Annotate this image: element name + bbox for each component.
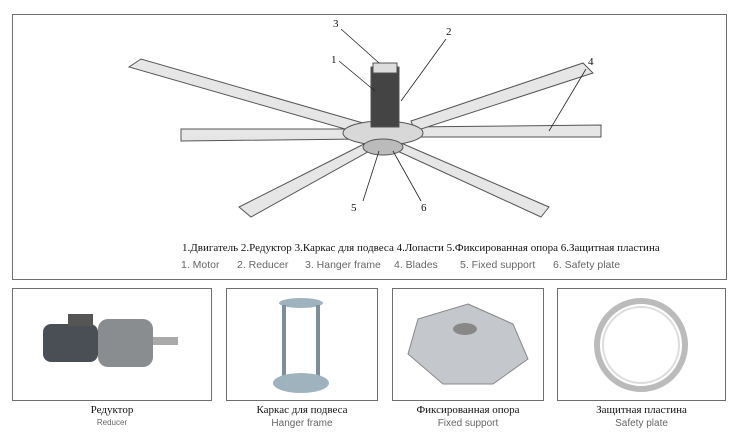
fan-illustration: 1 2 3 4 5 6 [127, 18, 602, 218]
callout-1: 1 [331, 54, 337, 66]
legend-ru-item: 2.Редуктор [240, 242, 292, 254]
legend-ru-item: 5.Фиксированная опора [446, 242, 558, 254]
caption-reducer: Редуктор Reducer [12, 404, 212, 427]
caption-en: Reducer [96, 418, 128, 427]
caption-safety-plate: Защитная пластина Safety plate [557, 404, 726, 429]
legend-ru-item: 4.Лопасти [396, 242, 444, 254]
caption-ru: Редуктор [90, 404, 134, 416]
caption-ru: Защитная пластина [596, 404, 687, 416]
blade-right [405, 124, 602, 138]
legend-ru-item: 1.Двигатель [182, 242, 239, 254]
blade-lower-right [392, 142, 550, 218]
caption-fixed-support: Фиксированная опора Fixed support [392, 404, 544, 429]
fan-diagram-panel: 1 2 3 4 5 6 [12, 14, 727, 280]
legend-ru: 1.Двигатель 2.Редуктор 3.Каркас для подв… [182, 242, 660, 254]
caption-ru: Фиксированная опора [416, 404, 520, 416]
legend-ru-item: 6.Защитная пластина [560, 242, 660, 254]
legend-en-item: 6. Safety plate [553, 259, 621, 271]
blade-upper-right [410, 62, 594, 132]
legend-en-item: 4. Blades [394, 259, 438, 271]
callout-2: 2 [446, 26, 452, 38]
blade-upper-left [127, 58, 364, 134]
caption-ru: Каркас для подвеса [256, 404, 348, 416]
fixed-support-photo [392, 288, 544, 401]
motor [370, 66, 400, 128]
hanger-frame-photo [226, 288, 378, 401]
callout-6: 6 [421, 202, 427, 214]
callout-5: 5 [351, 202, 357, 214]
safety-plate-photo [557, 288, 726, 401]
callout-4: 4 [588, 56, 594, 68]
reducer-photo [12, 288, 212, 401]
caption-en: Safety plate [615, 418, 668, 429]
safety-plate-part [362, 138, 404, 156]
legend-en-item: 5. Fixed support [460, 259, 536, 271]
legend-en-item: 2. Reducer [237, 259, 289, 271]
legend-en-item: 1. Motor [181, 259, 220, 271]
caption-hanger-frame: Каркас для подвеса Hanger frame [226, 404, 378, 429]
callout-3: 3 [333, 18, 339, 30]
blade-left [180, 128, 362, 142]
caption-en: Hanger frame [271, 418, 333, 429]
legend-en-item: 3. Hanger frame [305, 259, 381, 271]
caption-en: Fixed support [437, 418, 499, 429]
legend-ru-item: 3.Каркас для подвеса [294, 242, 394, 254]
